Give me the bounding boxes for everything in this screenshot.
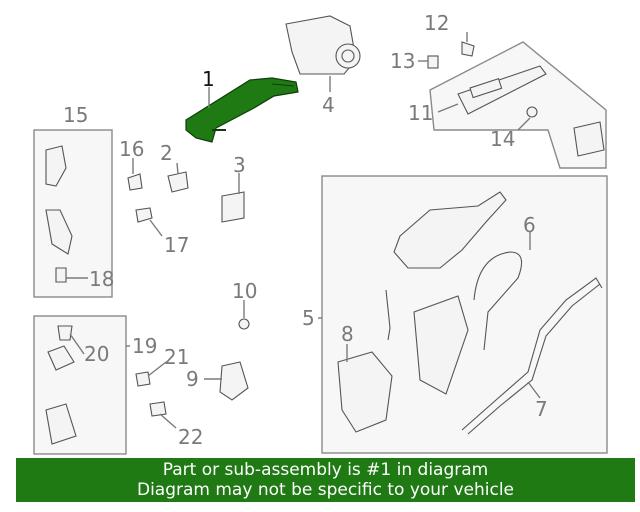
part-14-screw[interactable] bbox=[526, 106, 538, 118]
parts-diagram: 1 2 3 4 5 6 7 8 9 10 11 12 13 14 15 16 1… bbox=[33, 11, 608, 455]
callout-16: 16 bbox=[119, 137, 144, 161]
callout-18: 18 bbox=[89, 267, 114, 291]
part-9-hinge-bracket[interactable] bbox=[219, 361, 249, 401]
banner-line-1: Part or sub-assembly is #1 in diagram bbox=[162, 460, 489, 480]
part-17-bolt[interactable] bbox=[135, 207, 153, 223]
group-box-19 bbox=[33, 315, 127, 455]
part-2-grommet[interactable] bbox=[167, 171, 189, 193]
callout-10: 10 bbox=[232, 279, 257, 303]
callout-17: 17 bbox=[164, 233, 189, 257]
callout-9: 9 bbox=[186, 367, 199, 391]
part-latch-frame[interactable] bbox=[393, 191, 507, 269]
callout-13: 13 bbox=[390, 49, 415, 73]
part-21-bolt[interactable] bbox=[135, 371, 151, 387]
callout-19: 19 bbox=[132, 334, 157, 358]
callout-20: 20 bbox=[84, 342, 109, 366]
callout-3: 3 bbox=[233, 153, 246, 177]
part-16-clip[interactable] bbox=[127, 173, 143, 191]
callout-12: 12 bbox=[424, 11, 449, 35]
callout-5: 5 bbox=[302, 306, 315, 330]
part-6-cable[interactable] bbox=[473, 251, 523, 351]
part-13-clip[interactable] bbox=[427, 55, 439, 69]
banner-line-2: Diagram may not be specific to your vehi… bbox=[136, 480, 514, 500]
part-18-bolt[interactable] bbox=[55, 267, 67, 283]
part-20-clip[interactable] bbox=[57, 325, 73, 341]
callout-22: 22 bbox=[178, 425, 203, 449]
part-8-latch[interactable] bbox=[337, 351, 393, 433]
callout-4: 4 bbox=[322, 93, 335, 117]
leader-lines bbox=[66, 32, 541, 429]
callout-21: 21 bbox=[164, 345, 189, 369]
callout-15: 15 bbox=[63, 103, 88, 127]
part-12-bolt[interactable] bbox=[461, 41, 475, 57]
part-3-pad[interactable] bbox=[221, 191, 245, 223]
part-22-bolt[interactable] bbox=[149, 401, 167, 417]
callout-11: 11 bbox=[408, 101, 433, 125]
part-7-cable[interactable] bbox=[461, 277, 603, 435]
part-rod[interactable] bbox=[385, 289, 391, 341]
callout-2: 2 bbox=[160, 141, 173, 165]
part-1-handle-bracket[interactable] bbox=[185, 77, 299, 143]
callout-14: 14 bbox=[490, 127, 515, 151]
callout-1: 1 bbox=[202, 67, 215, 91]
part-4-lock-housing[interactable] bbox=[285, 15, 361, 75]
group-box-11 bbox=[429, 41, 607, 169]
part-11-outer-handle[interactable] bbox=[457, 65, 605, 157]
part-19-bracket[interactable] bbox=[45, 345, 77, 445]
part-carrier[interactable] bbox=[413, 295, 469, 395]
callout-6: 6 bbox=[523, 213, 536, 237]
callout-8: 8 bbox=[341, 322, 354, 346]
part-10-screw[interactable] bbox=[238, 318, 250, 330]
part-15-bracket[interactable] bbox=[45, 145, 73, 255]
info-banner: Part or sub-assembly is #1 in diagram Di… bbox=[16, 458, 635, 502]
callout-7: 7 bbox=[535, 397, 548, 421]
